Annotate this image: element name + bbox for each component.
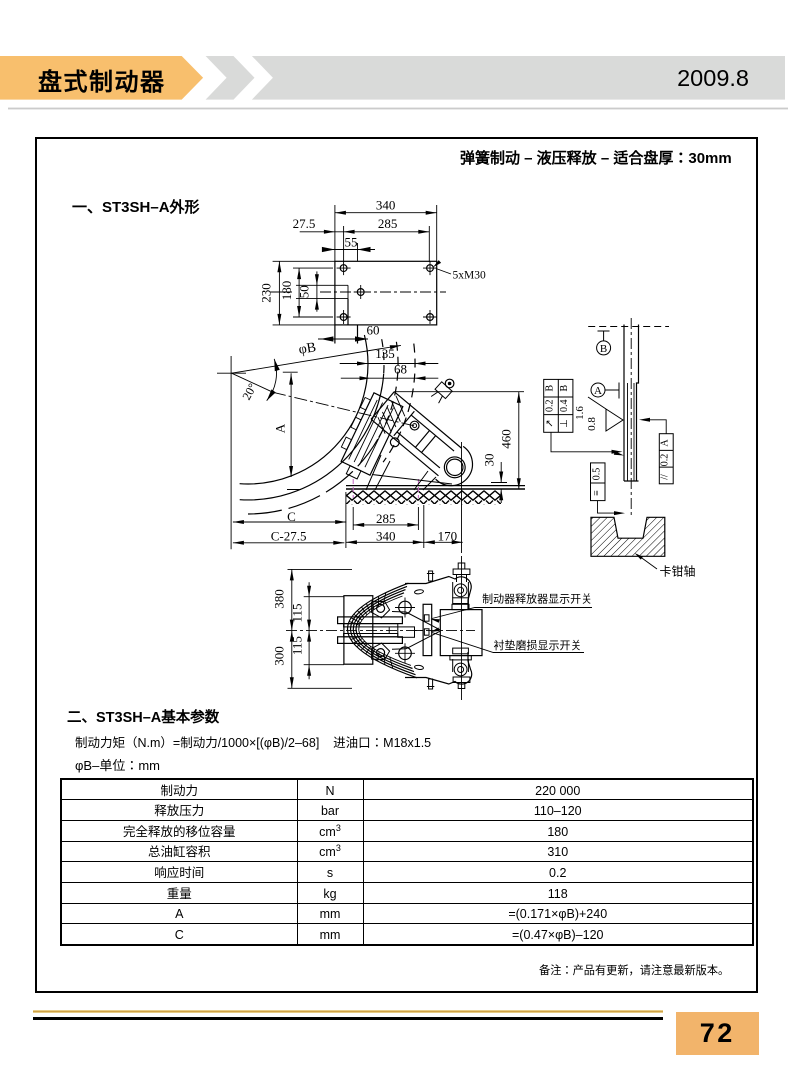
svg-text:C-27.5: C-27.5 <box>271 529 307 544</box>
svg-text:↗: ↗ <box>545 419 556 427</box>
svg-text:A: A <box>594 385 602 397</box>
svg-text:230: 230 <box>259 283 274 303</box>
svg-text:55: 55 <box>345 235 358 250</box>
svg-text:B: B <box>545 385 556 392</box>
svg-text:50: 50 <box>297 285 312 298</box>
svg-text:⊥: ⊥ <box>559 419 570 428</box>
svg-text:340: 340 <box>376 198 396 213</box>
svg-text:300: 300 <box>272 646 287 666</box>
svg-text:20°: 20° <box>239 381 259 403</box>
svg-text:A: A <box>660 439 671 447</box>
svg-text:27.5: 27.5 <box>293 216 316 231</box>
svg-text:340: 340 <box>376 529 396 544</box>
svg-text:170: 170 <box>438 529 458 544</box>
svg-text:A: A <box>273 423 288 433</box>
svg-text:0.2: 0.2 <box>545 400 556 413</box>
svg-text:180: 180 <box>279 281 294 301</box>
svg-text:B: B <box>559 385 570 392</box>
svg-text:φB: φB <box>298 340 318 358</box>
svg-text:B: B <box>600 343 607 355</box>
svg-text:285: 285 <box>376 511 396 526</box>
svg-text:30: 30 <box>482 454 497 467</box>
svg-text:制动器释放器显示开关: 制动器释放器显示开关 <box>482 591 592 607</box>
svg-text:285: 285 <box>378 216 398 231</box>
svg-text://: // <box>660 474 671 480</box>
svg-text:≡: ≡ <box>592 490 603 496</box>
svg-text:0.4: 0.4 <box>559 400 570 413</box>
svg-text:0.2: 0.2 <box>660 454 671 467</box>
svg-text:衬垫磨损显示开关: 衬垫磨损显示开关 <box>494 637 582 653</box>
svg-text:C: C <box>287 509 296 524</box>
svg-text:0.8: 0.8 <box>586 417 598 431</box>
svg-text:460: 460 <box>499 429 514 449</box>
svg-text:1.6: 1.6 <box>574 406 586 420</box>
svg-text:135: 135 <box>375 346 395 361</box>
svg-text:60: 60 <box>367 323 380 338</box>
svg-text:5xM30: 5xM30 <box>453 270 486 282</box>
svg-text:380: 380 <box>272 589 287 609</box>
svg-text:115: 115 <box>289 636 304 655</box>
svg-text:卡钳轴: 卡钳轴 <box>660 563 696 580</box>
svg-text:115: 115 <box>289 603 304 622</box>
svg-text:0.5: 0.5 <box>592 468 603 481</box>
svg-text:68: 68 <box>394 362 407 377</box>
